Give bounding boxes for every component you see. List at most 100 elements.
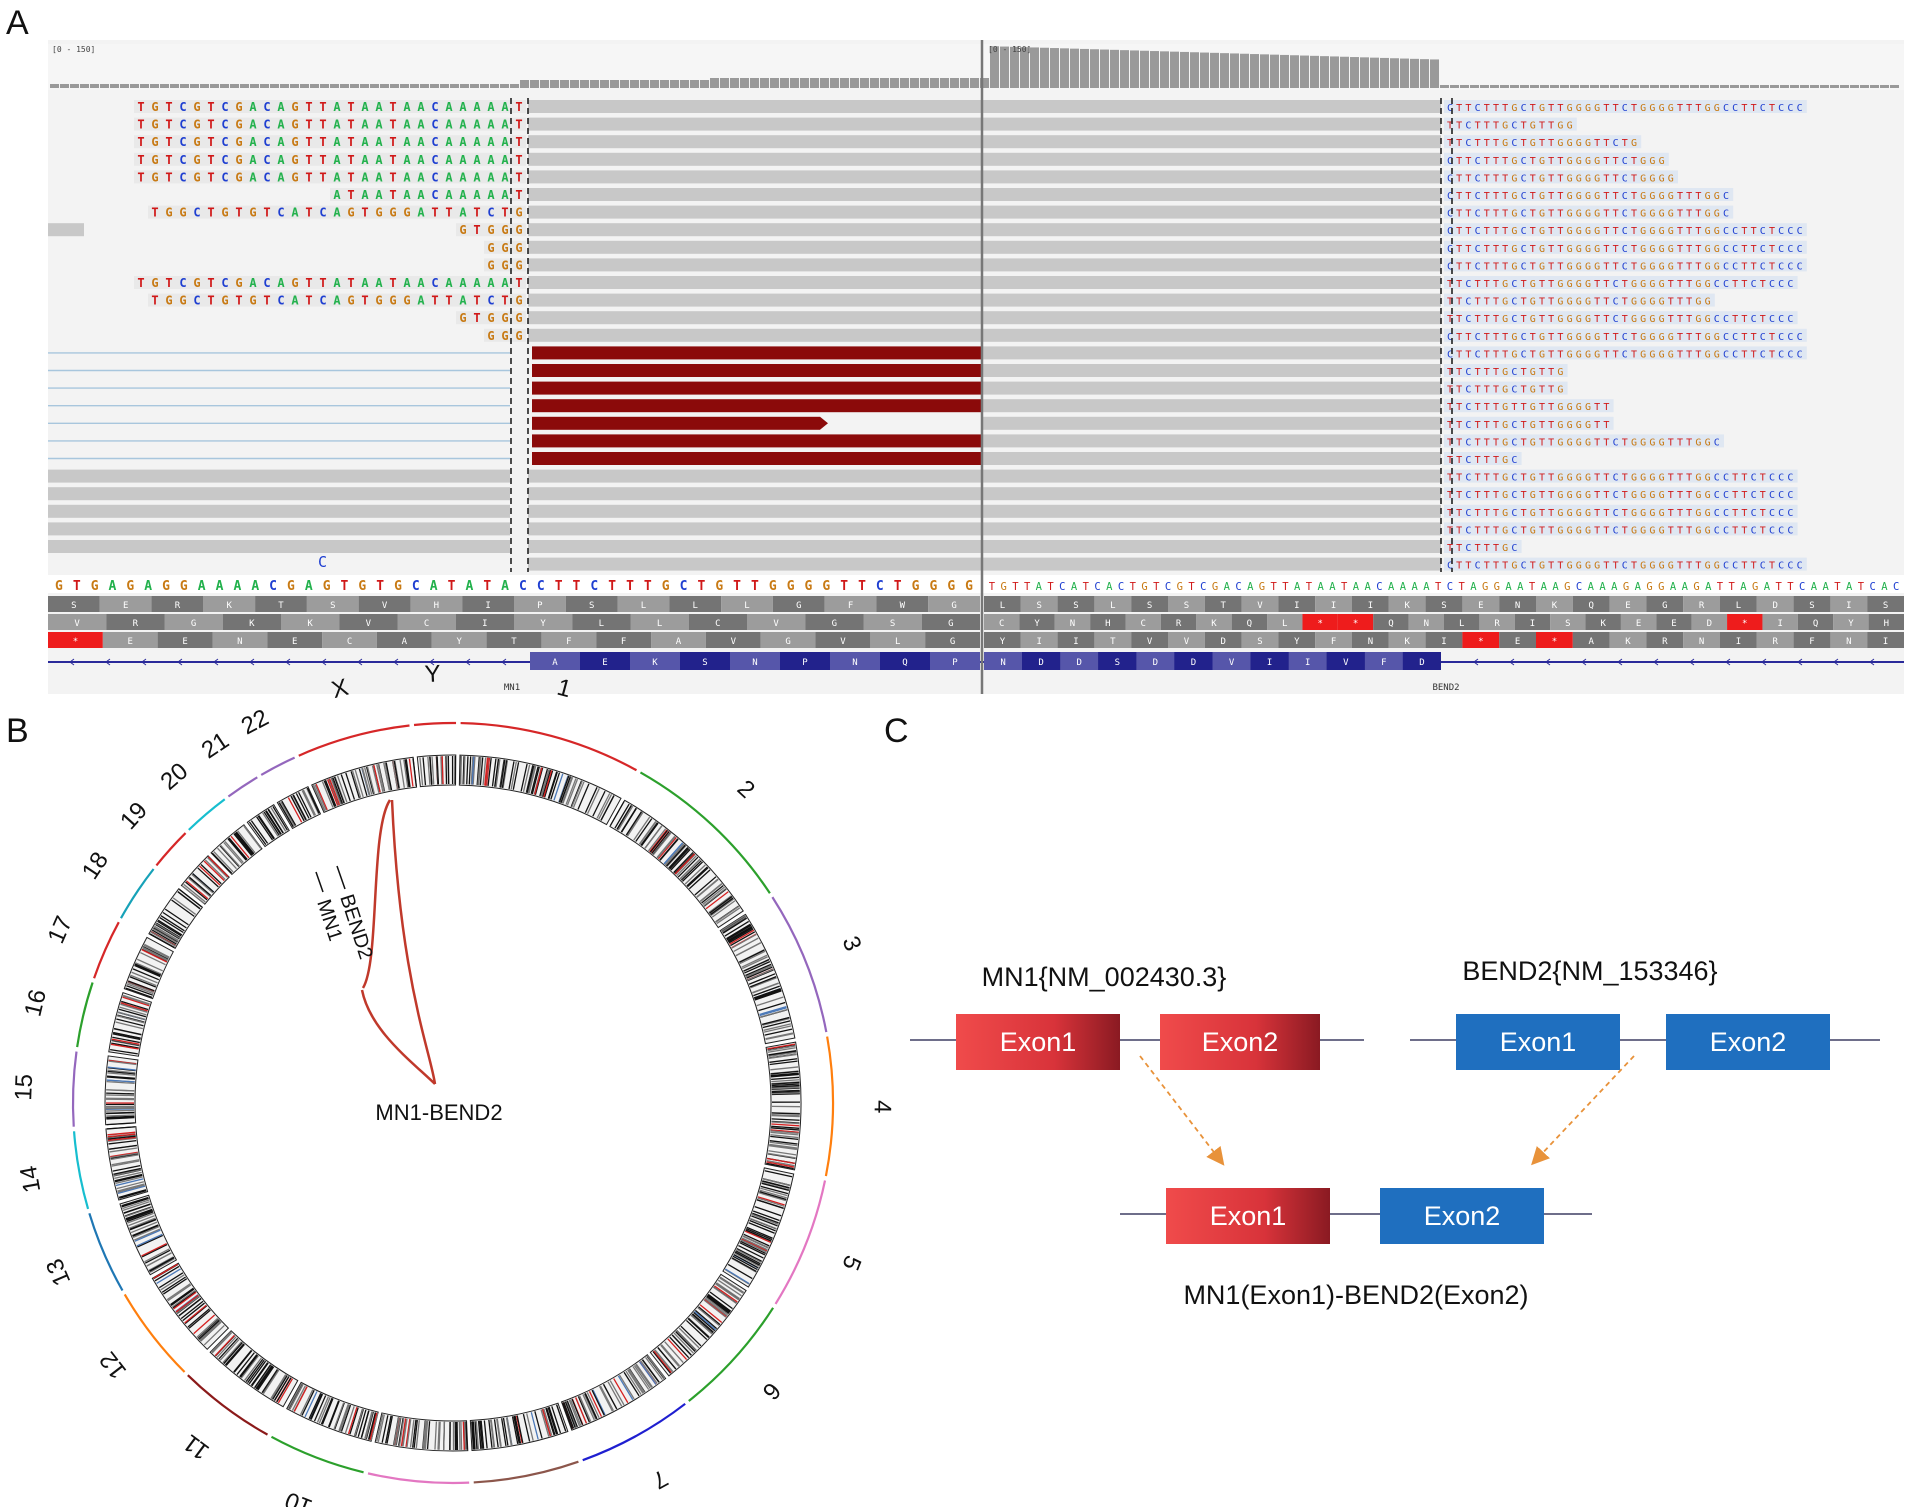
read-base: T [1603,138,1609,149]
read-base: T [1484,420,1490,431]
read-base: G [1594,173,1600,184]
read-base: G [515,258,522,272]
read-base: G [1576,297,1582,308]
read-base: T [1484,561,1490,572]
read-base: G [1659,490,1665,501]
chromosome-label: 14 [15,1164,46,1195]
chromosome-band [113,1032,141,1040]
chromosome-band [402,1418,408,1447]
read-base: T [1695,191,1701,202]
read-base: T [1539,437,1545,448]
read-base: T [1677,103,1683,114]
chromosome-band [235,831,255,855]
read-base: T [1603,191,1609,202]
chromosome-band [716,907,741,925]
read-body [528,100,1441,113]
chromosome-band [770,1070,799,1075]
ref-base: A [1505,581,1512,593]
read-base: T [1530,209,1536,220]
chromosome-band [501,1418,507,1447]
exon-amino-acid: S [1115,658,1120,668]
chromosome-band [699,1304,723,1323]
chromosome-band [745,1229,772,1242]
read-base: C [1723,473,1729,484]
read-base: A [417,188,425,202]
chromosome-band [333,776,345,804]
read-base: A [473,276,481,290]
chromosome-band [727,1263,753,1280]
codon-cell [1196,614,1232,630]
chromosome-band [671,1334,692,1356]
soft-clip-right [1444,469,1798,483]
read-base: T [319,135,326,149]
coverage-bar [1230,53,1239,88]
soft-clip-left [134,100,526,113]
read-base: T [1447,385,1453,396]
read-base: T [1539,367,1545,378]
read-base: G [1705,561,1711,572]
codon-cell [1683,632,1720,648]
read-base: G [1714,332,1720,343]
chromosome-band [463,756,466,785]
amino-acid: K [1404,601,1410,611]
stop-codon [1536,632,1573,648]
codon-cell [1019,614,1055,630]
chromosome-band [223,842,243,864]
codon-cell [596,632,652,648]
strand-arrow [357,658,363,666]
codon-cell [984,596,1021,612]
chromosome-band [627,1369,645,1394]
read-base: A [501,170,509,184]
coverage-bar [260,84,269,88]
chromosome-band [309,1393,323,1420]
read-base: A [361,100,369,114]
ref-base: T [1341,581,1348,593]
chromosome-band [632,1366,650,1390]
chromosome-band [496,1418,502,1447]
read-base: C [1751,525,1757,536]
read-base: T [1475,367,1481,378]
read-base: G [1640,209,1646,220]
read-base: A [333,276,341,290]
chromosome-band [728,927,753,943]
read-base: G [1695,297,1701,308]
read-base: G [193,118,200,132]
read-base: T [1493,402,1499,413]
chromosome-band [256,816,274,841]
read-base: G [1576,226,1582,237]
soft-clip-left [148,293,526,307]
chromosome-band [363,767,373,795]
read-base: T [431,294,438,308]
amino-acid: F [1331,637,1336,647]
read-base: T [1686,561,1692,572]
read-base: T [1631,191,1637,202]
read-base: T [1760,473,1766,484]
chromosome-band [621,808,637,833]
read-base: T [347,153,354,167]
mismatch-base: C [318,553,327,571]
read-base: C [1447,332,1453,343]
codon-cell [1241,596,1279,612]
coverage-bar [150,84,159,88]
read-base: T [1484,244,1490,255]
read-base: A [403,100,411,114]
ref-base: G [1494,581,1500,593]
read-base: C [179,153,186,167]
read-base: G [1649,226,1655,237]
ref-base: C [1118,581,1124,593]
read-base: G [1576,209,1582,220]
coverage-bar [950,78,959,88]
chromosome-ring [473,1460,579,1484]
read-base: T [1484,543,1490,554]
read-base: T [1484,156,1490,167]
read-base: G [487,329,494,343]
read-base: G [1649,191,1655,202]
chromosome-band [506,1417,513,1446]
read-base: T [1456,314,1462,325]
read-base: T [1741,525,1747,536]
chromosome-band [485,757,491,786]
amino-acid: F [566,637,571,647]
chromosome-band [762,1178,791,1187]
read-body [982,399,1441,413]
